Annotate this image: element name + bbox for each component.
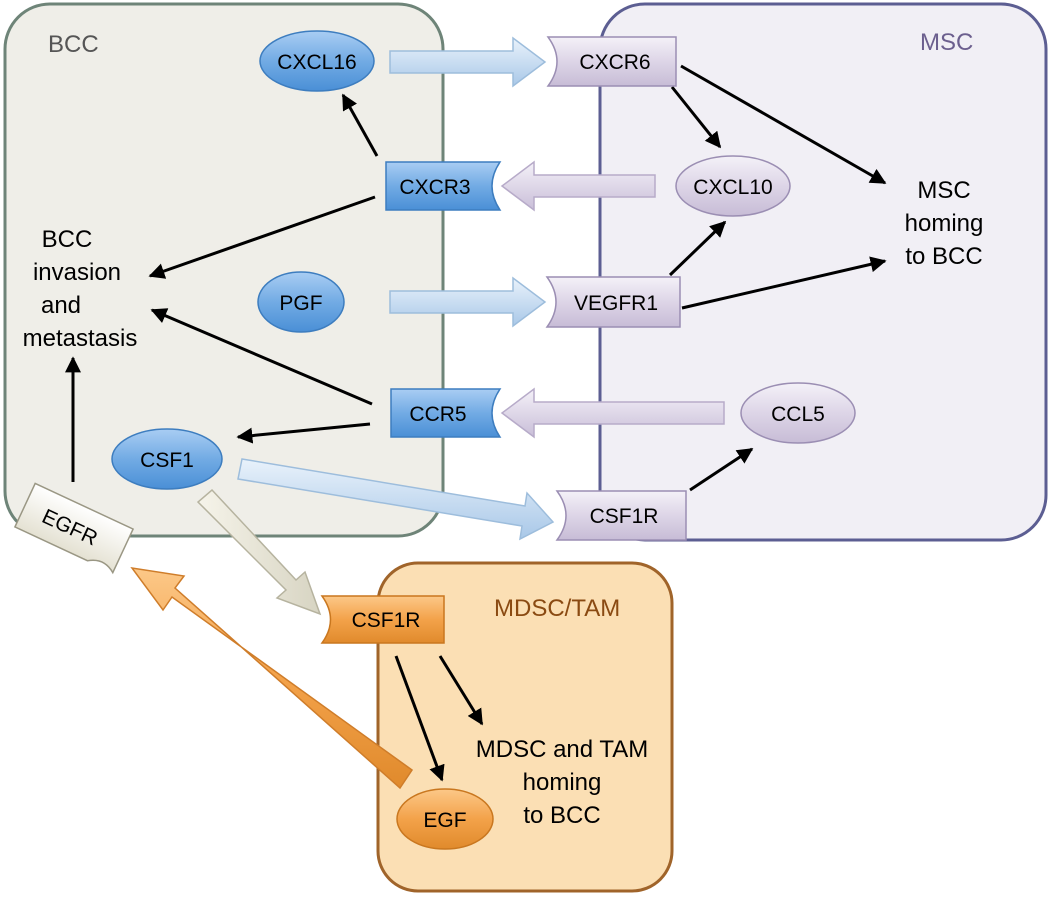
outcome-mdsc-homing: MDSC and TAM homing to BCC [476, 736, 649, 829]
node-ccr5-label: CCR5 [409, 403, 466, 426]
node-cxcr3-label: CXCR3 [399, 176, 470, 199]
bcc-region-label: BCC [48, 31, 99, 58]
node-ccl5-label: CCL5 [771, 403, 825, 426]
block-arrow-csf1-to-csf1r-mdsc [196, 488, 322, 616]
node-ccl5: CCL5 [740, 382, 856, 444]
node-cxcl10-label: CXCL10 [693, 176, 772, 199]
node-csf1r-msc-label: CSF1R [590, 505, 659, 528]
node-egfr: EGFR [13, 482, 135, 575]
mdsc-homing-line-1: MDSC and TAM [476, 736, 649, 763]
node-egf: EGF [396, 788, 494, 850]
node-csf1r-mdsc: CSF1R [320, 595, 445, 644]
arrow-ccr5-to-bcc-invasion [150, 308, 373, 406]
node-csf1-label: CSF1 [140, 449, 194, 472]
block-arrow-egf-to-egfr [130, 566, 414, 790]
node-csf1r-msc: CSF1R [555, 490, 687, 541]
mdsc-tam-region-label: MDSC/TAM [494, 595, 620, 622]
block-arrow-ccl5-to-ccr5 [500, 387, 725, 439]
node-pgf: PGF [257, 271, 345, 333]
node-cxcl16: CXCL16 [259, 30, 375, 92]
arrow-csf1r-mdsc-to-egf [394, 655, 445, 782]
node-egf-label: EGF [423, 809, 466, 832]
node-pgf-label: PGF [279, 292, 322, 315]
node-vegfr1-label: VEGFR1 [574, 292, 658, 315]
node-csf1r-mdsc-label: CSF1R [352, 609, 421, 632]
arrow-csf1r-mdsc-to-mdsc-homing [438, 655, 484, 726]
block-arrow-pgf-to-vegfr1 [389, 276, 547, 328]
bcc-invasion-line-4: metastasis [23, 325, 138, 352]
mdsc-homing-line-2: homing [523, 769, 602, 796]
node-cxcl16-label: CXCL16 [277, 51, 356, 74]
node-csf1: CSF1 [111, 428, 223, 490]
node-ccr5: CCR5 [390, 388, 502, 438]
arrow-vegfr1-to-cxcl10 [668, 220, 727, 277]
msc-homing-line-3: to BCC [905, 243, 982, 270]
outcome-bcc-invasion: BCC invasion and metastasis [23, 226, 138, 352]
bcc-invasion-line-3: and [41, 292, 81, 319]
msc-region-label: MSC [920, 29, 973, 56]
block-arrow-csf1-to-csf1r-msc [237, 458, 555, 541]
msc-homing-line-1: MSC [917, 177, 970, 204]
arrow-cxcr6-to-msc-homing [680, 64, 887, 185]
node-cxcr3: CXCR3 [385, 161, 502, 211]
node-cxcr6: CXCR6 [546, 36, 677, 87]
node-cxcl10: CXCL10 [675, 155, 791, 217]
arrow-csf1r-msc-to-ccl5 [689, 447, 754, 492]
arrow-cxcr6-to-cxcl10 [670, 86, 722, 149]
bcc-invasion-line-1: BCC [42, 226, 93, 253]
mdsc-homing-line-3: to BCC [523, 802, 600, 829]
bcc-region [3, 2, 445, 538]
bcc-invasion-line-2: invasion [33, 259, 121, 286]
outcome-msc-homing: MSC homing to BCC [905, 177, 984, 270]
arrow-vegfr1-to-msc-homing [681, 256, 887, 310]
node-vegfr1: VEGFR1 [545, 276, 681, 328]
block-arrow-cxcl10-to-cxcr3 [500, 160, 656, 212]
block-arrow-cxcl16-to-cxcr6 [389, 36, 547, 88]
arrow-cxcr3-to-bcc-invasion [148, 195, 376, 279]
msc-homing-line-2: homing [905, 210, 984, 237]
arrow-cxcr3-to-cxcl16 [341, 93, 379, 157]
arrow-ccr5-to-csf1 [236, 422, 371, 444]
node-cxcr6-label: CXCR6 [579, 51, 650, 74]
